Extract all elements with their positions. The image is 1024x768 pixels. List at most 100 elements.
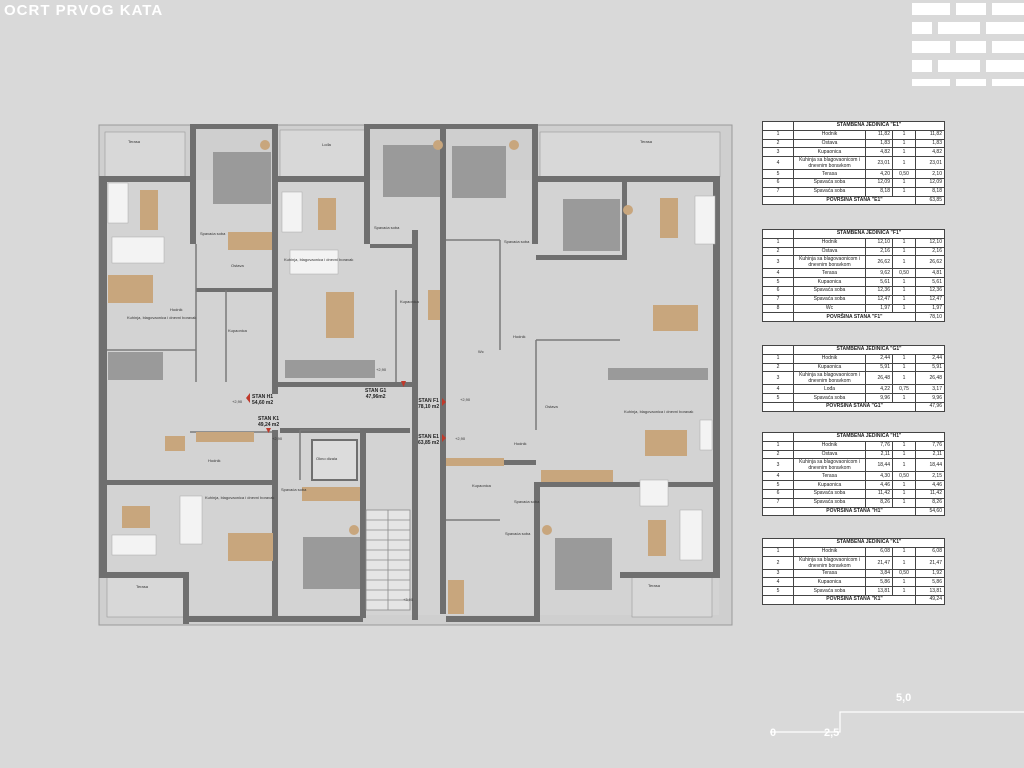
table-cell: 11,42	[865, 488, 893, 499]
table-cell	[762, 594, 794, 605]
table-cell: Ostava	[793, 138, 866, 149]
table-cell: 1	[892, 237, 916, 248]
table-cell: 0,50	[892, 471, 916, 482]
level-mark: +2,90	[232, 399, 243, 404]
table-cell: 1	[762, 440, 794, 451]
table-total-row: POVRŠINA STANA "H1"54,60	[762, 506, 945, 517]
scale-label-zero: 0	[770, 727, 777, 739]
room-label: Kuhinja, blagovaonica i dnevni boravak	[127, 315, 197, 320]
terrace-e1b-area	[631, 574, 713, 618]
room-label: Wc	[478, 349, 484, 354]
table-cell: 26,48	[915, 371, 945, 386]
table-cell: 0,50	[892, 568, 916, 579]
level-mark: +2,90	[455, 436, 466, 441]
table-cell: 1	[892, 186, 916, 197]
table-cell: 9,62	[865, 268, 893, 279]
table-cell: 11,82	[865, 129, 893, 140]
room-label: Kuhinja, blagovaonica i dnevni boravak	[284, 257, 354, 262]
wall-north-5	[272, 176, 364, 182]
table-cell: 13,81	[865, 586, 893, 596]
wall-mid-h1	[107, 480, 275, 485]
bed-k1	[213, 152, 271, 204]
table-cell	[762, 401, 794, 412]
table-header: STAMBENA JEDINICA "K1"	[793, 538, 945, 548]
table-cell: 12,47	[865, 294, 893, 305]
table-cell: 6	[762, 177, 794, 188]
room-label: Lođa	[322, 142, 331, 147]
table-cell: 2,15	[915, 471, 945, 482]
table-cell: 1	[892, 371, 916, 386]
wall-g1-int	[196, 288, 272, 292]
table-cell: 3	[762, 371, 794, 386]
terrace-k1-area	[106, 574, 188, 618]
table-cell: Kupaonica	[793, 480, 866, 490]
table-cell: 23,01	[915, 156, 945, 171]
table-header: STAMBENA JEDINICA "E1"	[793, 121, 945, 131]
room-label: Spavaća soba	[281, 487, 307, 492]
table-cell: 1	[762, 237, 794, 248]
table-cell: 12,36	[915, 285, 945, 296]
table-cell: 1	[762, 353, 794, 364]
wall-f1-int	[536, 255, 626, 260]
table-cell: 7	[762, 497, 794, 508]
table-cell: 1	[892, 497, 916, 508]
unit-name: STAN E1	[418, 434, 439, 440]
table-cell: Spavaća soba	[793, 488, 866, 499]
table-cell: 4,82	[865, 147, 893, 158]
room-label: Ostava	[231, 263, 244, 268]
table-cell: 18,44	[915, 458, 945, 473]
room-label: Hodnik	[208, 458, 221, 463]
table-cell: Terasa	[793, 169, 866, 179]
table-cell: 78,10	[915, 312, 945, 323]
table-cell: Spavaća soba	[793, 586, 866, 596]
room-label: Hodnik	[170, 307, 183, 312]
table-cell: 5,91	[915, 362, 945, 373]
table-cell	[762, 195, 794, 206]
table-cell: 13,81	[915, 586, 945, 596]
table-total-row: POVRŠINA STANA "F1"78,10	[762, 312, 945, 323]
unit-name: STAN F1	[418, 398, 439, 404]
unit-label-g1: STAN G1 47,96m2	[365, 388, 386, 400]
room-label: Spavaća soba	[504, 239, 530, 244]
table-cell: 8,26	[865, 497, 893, 508]
level-mark: +2,90	[272, 436, 283, 441]
table-cell: 1	[892, 303, 916, 314]
elevator-shaft	[311, 439, 358, 481]
table-cell: Spavaća soba	[793, 177, 866, 188]
table-cell: 12,09	[865, 177, 893, 188]
table-cell: 1	[892, 393, 916, 403]
table-cell: 3	[762, 568, 794, 579]
table-cell: 4	[762, 384, 794, 395]
wall-west	[99, 178, 107, 578]
floor-plan	[98, 124, 733, 626]
table-cell: Spavaća soba	[793, 393, 866, 403]
table-total-row: POVRŠINA STANA "K1"49,24	[762, 594, 945, 605]
table-cell: 1	[892, 246, 916, 257]
brick-pattern-graphic	[912, 0, 1024, 86]
table-cell: 63,85	[915, 195, 945, 206]
table-cell: 6,08	[865, 546, 893, 557]
table-cell: Kuhinja sa blagovaonicom i dnevnim borav…	[793, 156, 866, 171]
room-label: Terasa	[648, 583, 661, 588]
table-cell: 0,50	[892, 268, 916, 279]
table-cell: 21,47	[915, 555, 945, 570]
bed-f1b	[563, 199, 620, 251]
table-cell: POVRŠINA STANA "F1"	[793, 312, 916, 323]
table-header: STAMBENA JEDINICA "F1"	[793, 229, 945, 239]
scale-label-mid: 2,5	[824, 727, 840, 739]
table-cell: 4,30	[865, 471, 893, 482]
room-label: Terasa	[136, 584, 149, 589]
unit-name: STAN K1	[258, 416, 280, 422]
table-cell: 6	[762, 285, 794, 296]
table-cell: Terasa	[793, 268, 866, 279]
table-cell: 4	[762, 268, 794, 279]
